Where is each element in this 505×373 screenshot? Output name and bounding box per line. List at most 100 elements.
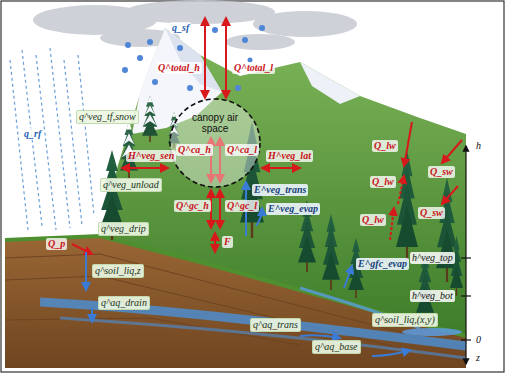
radiation-label: Q_sw [418,207,445,219]
rainfall-part [78,55,94,215]
aquifer-flux-label: q^aq_trans [250,318,301,332]
water-flux-arrows [86,182,410,356]
energy-flux-arrows-part [404,122,412,166]
trees-part [450,236,463,296]
water-flux-arrows-part [91,308,93,322]
dashed-ellipse [170,99,260,187]
soil-flux-label: q^soil_liq,(x,y) [372,313,438,327]
trees-part [322,214,340,290]
rainfall [10,48,94,230]
axis-label: 0 [474,334,483,346]
energy-flux-arrows-part [122,167,168,169]
unloading-label: q^veg_unload [100,178,162,192]
radiation-label: Q_sw [428,166,455,178]
aquifer-flux-label: q^aq_base [312,340,361,354]
energy-flux-arrows-part [204,18,206,98]
drip-label: q^veg_drip [98,222,149,236]
soil-part [5,236,466,368]
energy-flux-arrows-part [214,233,216,252]
flux-label: Q^gc_l [225,200,259,212]
soil [5,236,466,368]
soil-flux-label: q^soil_liq,z [92,264,144,278]
flux-label: H^veg_lat [266,150,313,162]
snowfall-part [125,42,131,48]
energy-flux-arrows-part [225,18,227,98]
flux-label: Q_p [46,238,67,250]
radiation-label: Q_lw [360,214,386,226]
mountain-part [165,28,222,92]
rainfall-part [50,48,70,228]
height-axis-part [461,295,471,296]
axis-label: z [474,352,482,364]
snowfall-part [137,55,143,61]
energy-flux-arrows-part [442,140,462,163]
clouds-part [253,11,357,37]
energy-flux-arrows-part [390,208,394,240]
mountain-part [300,62,360,104]
energy-flux-arrows-part [219,190,221,228]
energy-flux-arrows [72,18,462,254]
ellipse-outline [169,98,261,188]
rainfall-part [36,55,56,230]
radiation-label: Q_lw [372,140,398,152]
region-ellipse: canopy air space [169,98,261,188]
soil-part [5,318,300,345]
energy-flux-arrows-part [398,176,404,204]
axis-label: h [474,140,483,152]
height-axis [461,146,471,364]
flux-label: H^veg_sen [126,150,176,162]
aquifer-flux-label: q^aq_drain [98,296,150,310]
flux-label: Q^ca_h [176,144,213,156]
snowfall-label: q_sf [170,22,191,34]
snowfall-part [242,37,248,43]
clouds-part [225,34,295,50]
flux-label: Q^total_l [232,62,275,74]
evap-label: E^veg_trans [252,184,308,196]
energy-flux-arrows-part [262,167,300,169]
height-axis-part [465,146,466,340]
rainfall-part [10,60,28,230]
height-axis-part [461,257,471,258]
flux-label: Q^ca_l [225,144,259,156]
flux-label: Q^total_h [156,62,202,74]
snowfall-part [177,45,183,51]
snowfall-part [235,85,241,91]
clouds [33,0,357,50]
snowfall-part [259,25,265,31]
groundwater-part [402,328,462,336]
flux-label: F [222,236,233,248]
axis-label: h^veg_bot [410,290,455,302]
snowfall-part [212,27,218,33]
region-name: canopy air space [184,112,246,134]
snowfall-part [147,39,153,45]
radiation-label: Q_lw [370,176,396,188]
trees-part [396,150,418,262]
groundwater [40,288,466,358]
axis-label: h^veg_top [410,252,455,264]
snowfall-part [122,67,128,73]
snowfall-part [187,85,193,91]
trees-part [142,96,158,142]
soil-part [5,254,466,350]
evap-label: E^gfc_evap [356,258,409,270]
water-flux-arrows-part [372,350,410,356]
rainfall-label: q_rf [22,128,43,140]
water-flux-arrows-part [85,252,87,290]
height-axis-part [461,339,471,340]
energy-flux-arrows-part [72,244,92,254]
energy-flux-arrows-part [442,186,458,204]
clouds-part [125,0,275,24]
rainfall-part [64,60,82,225]
water-flux-arrows-part [344,266,352,288]
soil-part [5,276,466,362]
snowfall-part [152,79,158,85]
flux-label: Q^gc_h [174,200,211,212]
snowfall [122,25,265,91]
trees [100,96,463,322]
water-flux-arrows-part [300,335,340,338]
evap-label: E^veg_evap [266,203,320,215]
throughfall-label: q^veg_tf,snow [76,110,139,124]
